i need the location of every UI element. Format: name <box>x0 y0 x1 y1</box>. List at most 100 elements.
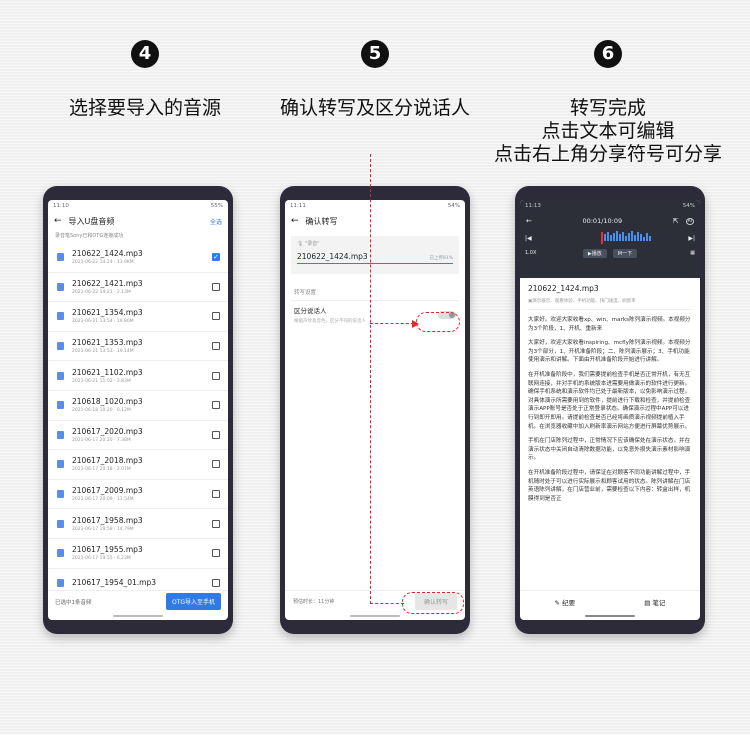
step-title: 选择要导入的音源 <box>68 97 221 119</box>
skip-start-icon[interactable]: |◀ <box>525 234 532 242</box>
selected-count: 已选中1条音频 <box>55 599 92 606</box>
transcript-paragraph[interactable]: 手机在门店陈列过程中，正常情况下应该确保处在演示状态，并在演示状态中关闭自动清除… <box>528 438 691 462</box>
transcript-paragraph[interactable]: 大家好，欢迎大家收看inspiring、mcfly陈列演示视频。本视频分为3个部… <box>528 340 691 364</box>
phone-frame: 11:13 54% ← 00:01/10:09 ⇱ AI |◀ <box>515 186 705 634</box>
status-bar: 11:11 54% <box>290 203 460 209</box>
speed-button[interactable]: 1.0X <box>525 250 537 256</box>
mark-button[interactable]: M一下 <box>612 248 638 258</box>
step-6-column: 6 转写完成 点击文本可编辑 点击右上角分享符号可分享 11:13 54% ← … <box>483 0 733 735</box>
transcript-document[interactable]: 210622_1424.mp3 ▣演示展示、观看体验、手机功能、快门速度、刷新率… <box>520 278 700 503</box>
playhead[interactable] <box>601 232 603 244</box>
step-number: 5 <box>361 40 389 68</box>
status-bar: 11:10 55% <box>53 203 223 209</box>
transcript-paragraph[interactable]: 在开机准备阶段过程中，请保证在对顾客不同功能讲解过程中，手机随时处于可以进行实际… <box>528 469 691 502</box>
checkbox[interactable] <box>212 401 220 410</box>
grid-icon[interactable]: ▦ <box>690 250 695 256</box>
step-title: 确认转写及区分说话人 <box>279 97 470 119</box>
checkbox[interactable] <box>212 549 220 558</box>
annotation-bottom-line <box>370 603 404 604</box>
step-4-column: 4 选择要导入的音源 11:10 55% ← 导入U盘音频 全选 录音笔Sony… <box>20 0 270 735</box>
step-5-column: 5 确认转写及区分说话人 11:11 54% ← 确认转写 🎙 "录音" 210… <box>250 0 500 735</box>
player-panel: 11:13 54% ← 00:01/10:09 ⇱ AI |◀ <box>520 200 700 278</box>
transcript-paragraph[interactable]: 在开机准备阶段中，我们需要提前检查手机是否正常开机，有无互联网连接，并对手机的系… <box>528 371 691 430</box>
bottom-action-bar: 已选中1条音频 OTG导入至手机 <box>48 590 228 612</box>
microphone-icon: 🎙 <box>297 241 304 247</box>
checkbox[interactable] <box>212 371 220 380</box>
select-all-button[interactable]: 全选 <box>209 218 222 226</box>
tag-icon: ▣ <box>528 299 533 304</box>
back-arrow-icon[interactable]: ← <box>54 216 62 226</box>
checkbox[interactable] <box>212 578 220 587</box>
home-indicator <box>350 615 400 617</box>
page-title: 确认转写 <box>305 216 338 226</box>
audio-file-icon <box>57 578 64 587</box>
playback-time: 00:01/10:09 <box>582 217 623 225</box>
play-button[interactable]: ▶播放 <box>582 248 607 258</box>
checkbox[interactable] <box>212 342 220 351</box>
back-arrow-icon[interactable]: ← <box>291 216 299 226</box>
checkbox[interactable] <box>212 460 220 469</box>
app-bar: ← 确认转写 <box>285 212 465 230</box>
audio-file-icon <box>57 430 64 439</box>
annotation-toggle-line <box>370 323 414 324</box>
audio-file-icon <box>57 282 64 291</box>
checkbox[interactable] <box>212 312 220 321</box>
phone-frame: 11:11 54% ← 确认转写 🎙 "录音" 210622_1424.mp3 … <box>280 186 470 634</box>
section-label: 转写设置 <box>294 290 317 296</box>
audio-file-icon <box>57 549 64 558</box>
file-name-field[interactable]: 210622_1424.mp3 已上传81% <box>297 252 453 264</box>
ai-icon[interactable]: AI <box>685 217 694 225</box>
status-bar: 11:13 54% <box>525 203 695 209</box>
notes-button[interactable]: ▤ 笔记 <box>644 598 666 607</box>
otg-import-button[interactable]: OTG导入至手机 <box>165 593 221 610</box>
annotation-toggle-highlight <box>416 312 460 332</box>
checkbox[interactable] <box>212 490 220 499</box>
back-arrow-icon[interactable]: ← <box>526 217 532 225</box>
checkbox[interactable] <box>212 430 220 439</box>
step-title: 转写完成 点击文本可编辑 点击右上角分享符号可分享 <box>493 97 722 165</box>
pen-icon: ✎ <box>554 598 560 607</box>
phone-frame: 11:10 55% ← 导入U盘音频 全选 录音笔Sony已和OTG连接成功 2… <box>43 186 233 634</box>
audio-waveform[interactable] <box>536 231 685 244</box>
bottom-action-bar: 预估时长：11分钟 确认转写 <box>285 590 465 612</box>
annotation-arrow-icon <box>412 319 419 328</box>
document-title[interactable]: 210622_1424.mp3 <box>528 284 599 293</box>
note-icon: ▤ <box>644 598 651 607</box>
audio-file-icon <box>57 460 64 469</box>
audio-file-icon <box>57 253 64 262</box>
transcript-paragraph[interactable]: 大家好。欢迎大家收看xp、win、marks陈列演示视频。本视频分为3个阶段，1… <box>528 317 691 332</box>
skip-end-icon[interactable]: ▶| <box>688 234 695 242</box>
checkbox[interactable] <box>212 282 220 291</box>
share-icon[interactable]: ⇱ <box>672 217 679 225</box>
audio-file-icon <box>57 490 64 499</box>
home-indicator <box>585 615 635 617</box>
bottom-action-bar: ✎ 纪要 ▤ 笔记 <box>520 590 700 612</box>
audio-file-icon <box>57 342 64 351</box>
confirm-transcribe-screen: 11:11 54% ← 确认转写 🎙 "录音" 210622_1424.mp3 … <box>285 200 465 620</box>
checkbox[interactable] <box>212 519 220 528</box>
audio-file-icon <box>57 519 64 528</box>
annotation-vertical-line <box>370 154 371 604</box>
step-number: 4 <box>131 40 159 68</box>
home-indicator <box>113 615 163 617</box>
app-bar: ← 导入U盘音频 全选 <box>48 212 228 230</box>
checkbox-checked[interactable]: ✓ <box>212 253 220 262</box>
summary-button[interactable]: ✎ 纪要 <box>554 598 576 607</box>
confirm-transcribe-button[interactable]: 确认转写 <box>414 593 457 610</box>
audio-file-icon <box>57 371 64 380</box>
audio-file-icon <box>57 401 64 410</box>
keyword-tags: ▣演示展示、观看体验、手机功能、快门速度、刷新率 <box>528 298 692 310</box>
step-number: 6 <box>594 40 622 68</box>
annotation-confirm-highlight <box>402 592 464 614</box>
